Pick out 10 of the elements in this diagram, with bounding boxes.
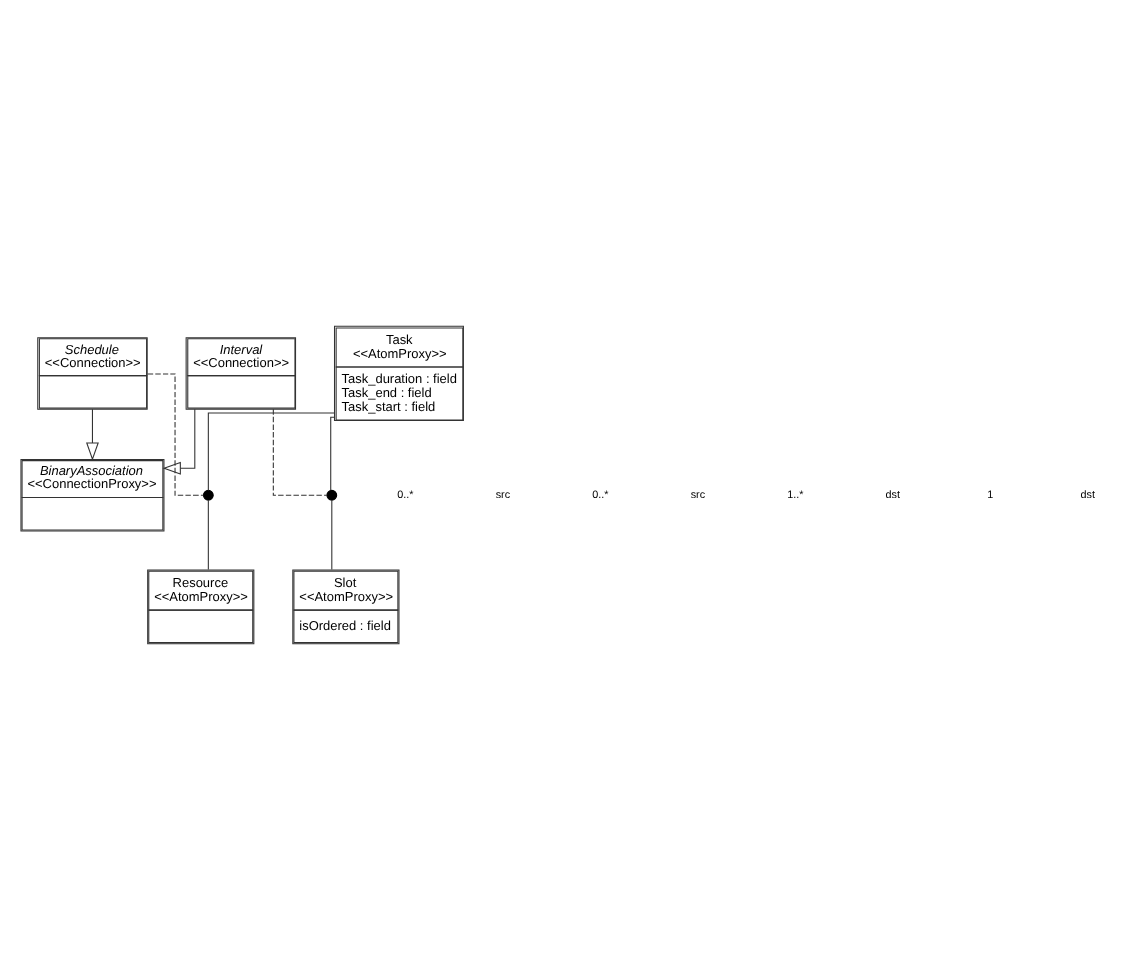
connector: [147, 373, 204, 496]
arrow: [86, 408, 99, 461]
connector: [272, 408, 328, 496]
connector: [330, 416, 335, 491]
arrow: [162, 408, 196, 475]
node-circle: [202, 489, 214, 501]
connector: [207, 412, 335, 491]
node-circle: [326, 489, 338, 501]
connector: [207, 499, 209, 571]
connector: [331, 499, 333, 571]
